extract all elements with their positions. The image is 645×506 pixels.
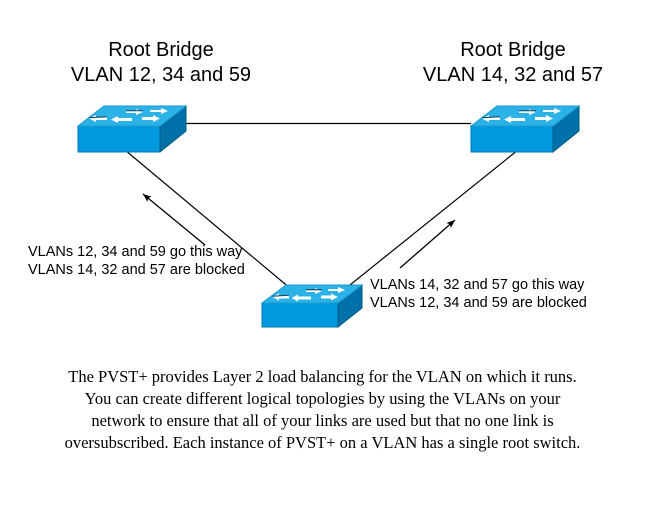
caption-line-3: network to ensure that all of your links… bbox=[91, 411, 554, 430]
caption-line-4: oversubscribed. Each instance of PVST+ o… bbox=[64, 433, 581, 452]
right-annotation-line1: VLANs 14, 32 and 57 go this way bbox=[370, 277, 585, 293]
left-switch-label-line1: Root Bridge bbox=[108, 39, 214, 61]
right-switch-label-line2: VLAN 14, 32 and 57 bbox=[422, 64, 604, 86]
left-annotation: VLANs 12, 34 and 59 go this way VLANs 14… bbox=[28, 243, 245, 279]
arrow-up-left-icon bbox=[142, 193, 206, 246]
network-switch-icon bbox=[76, 104, 188, 154]
left-switch-label-line2: VLAN 12, 34 and 59 bbox=[70, 64, 252, 86]
right-switch-label-line1: Root Bridge bbox=[460, 39, 566, 61]
network-switch-icon bbox=[260, 284, 364, 329]
right-switch-label: Root Bridge VLAN 14, 32 and 57 bbox=[382, 38, 644, 88]
link-left-center bbox=[124, 149, 292, 290]
caption-line-1: The PVST+ provides Layer 2 load balancin… bbox=[68, 367, 577, 386]
caption-line-2: You can create different logical topolog… bbox=[84, 389, 561, 408]
right-annotation-line2: VLANs 12, 34 and 59 are blocked bbox=[370, 295, 587, 311]
left-annotation-line2: VLANs 14, 32 and 57 are blocked bbox=[28, 262, 245, 278]
right-annotation: VLANs 14, 32 and 57 go this way VLANs 12… bbox=[370, 276, 587, 312]
left-annotation-line1: VLANs 12, 34 and 59 go this way bbox=[28, 244, 243, 260]
left-switch-label: Root Bridge VLAN 12, 34 and 59 bbox=[0, 38, 322, 88]
arrow-up-right-icon bbox=[399, 219, 456, 269]
caption-paragraph: The PVST+ provides Layer 2 load balancin… bbox=[20, 366, 625, 454]
network-switch-icon bbox=[469, 104, 581, 154]
link-right-center bbox=[344, 149, 519, 290]
